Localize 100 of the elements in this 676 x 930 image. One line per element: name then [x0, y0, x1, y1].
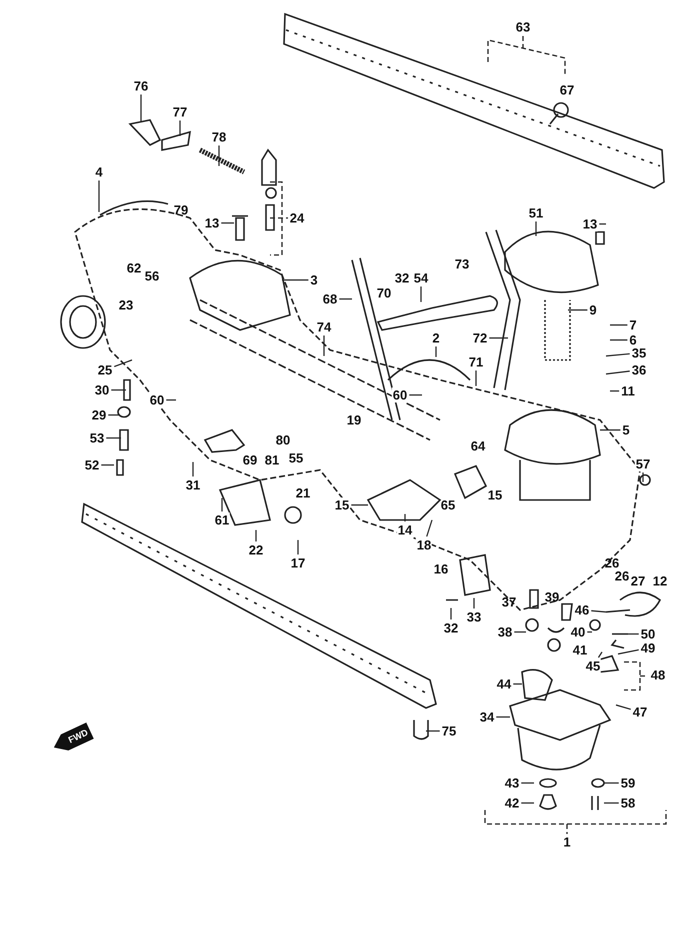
leader-line — [323, 336, 325, 356]
callout-number: 39 — [544, 590, 560, 604]
callout-number: 70 — [376, 286, 392, 300]
callout-number: 3 — [309, 272, 319, 288]
leader-line — [606, 353, 630, 357]
callout-number: 80 — [274, 432, 292, 448]
leader-line — [404, 514, 406, 522]
callout-number: 11 — [620, 384, 636, 398]
callout-number: 58 — [620, 796, 636, 810]
callout-number: 69 — [242, 452, 258, 468]
callout-number: 53 — [88, 430, 106, 446]
callout-number: 47 — [632, 704, 648, 720]
callout-number: 12 — [652, 574, 668, 588]
callout-number: 13 — [204, 216, 220, 230]
leader-line — [513, 683, 522, 685]
leader-line — [435, 346, 437, 357]
leader-line — [591, 610, 606, 613]
callout-number: 7 — [628, 318, 638, 332]
leader-line — [339, 298, 352, 300]
callout-number: 54 — [412, 270, 430, 286]
leader-line — [600, 429, 620, 431]
callout-number: 61 — [214, 512, 230, 528]
callout-number: 18 — [416, 538, 432, 552]
callout-number: 44 — [496, 676, 512, 692]
callout-number: 57 — [634, 456, 652, 472]
callout-number: 74 — [316, 320, 332, 334]
callout-number: 77 — [172, 104, 188, 120]
callout-number: 72 — [472, 330, 488, 346]
callout-number: 13 — [582, 216, 598, 232]
callout-number: 71 — [468, 354, 484, 370]
callout-number: 1 — [562, 834, 572, 850]
callout-number: 32 — [394, 270, 410, 286]
callout-number: 46 — [574, 602, 590, 618]
callout-number: 55 — [288, 450, 304, 466]
leader-line — [426, 730, 440, 732]
callout-number: 65 — [440, 498, 456, 512]
callout-number: 45 — [584, 658, 602, 674]
callout-number: 4 — [94, 164, 104, 180]
leader-line — [351, 504, 368, 506]
callout-number: 50 — [640, 626, 656, 642]
callout-number: 38 — [496, 624, 514, 640]
leader-line — [98, 180, 100, 212]
leader-line — [297, 540, 299, 554]
callout-number: 16 — [432, 562, 450, 576]
callout-number: 34 — [478, 710, 496, 724]
leader-line — [610, 390, 620, 392]
leader-line — [282, 279, 308, 281]
callout-number: 2 — [431, 330, 441, 346]
leader-line — [604, 782, 619, 784]
leader-line — [598, 652, 602, 658]
leader-line — [221, 222, 234, 224]
callout-number: 29 — [90, 408, 108, 422]
callout-number: 22 — [248, 542, 264, 558]
leader-line — [496, 716, 510, 718]
callout-number: 60 — [148, 392, 166, 408]
leader-line — [218, 146, 220, 166]
callout-number: 17 — [290, 556, 306, 570]
callout-number: 68 — [322, 292, 338, 306]
leader-line — [450, 608, 452, 620]
callout-number: 41 — [572, 642, 588, 658]
callout-number: 26 — [604, 556, 620, 570]
leader-line — [475, 370, 477, 386]
callout-number: 81 — [264, 452, 280, 468]
leader-line — [140, 94, 142, 122]
callout-number: 15 — [486, 488, 504, 502]
callout-number: 27 — [630, 574, 646, 588]
leader-line — [166, 399, 176, 401]
callout-number: 67 — [558, 82, 576, 98]
callout-number: 31 — [184, 478, 202, 492]
callout-number: 37 — [500, 594, 518, 610]
callout-number: 42 — [504, 796, 520, 810]
callout-number: 35 — [630, 346, 648, 360]
callout-number: 14 — [396, 522, 414, 538]
callout-number: 21 — [294, 486, 312, 500]
leader-line — [535, 222, 537, 236]
leader-line — [111, 389, 126, 391]
callout-number: 23 — [118, 298, 134, 312]
callout-number: 60 — [392, 388, 408, 402]
leader-line — [521, 802, 534, 804]
leader-line — [514, 631, 526, 633]
callout-number: 30 — [94, 382, 110, 398]
leader-line — [114, 359, 132, 368]
leader-line — [610, 339, 628, 341]
callout-number: 78 — [210, 130, 228, 144]
leader-line — [628, 633, 639, 635]
callout-number: 15 — [334, 498, 350, 512]
leader-line — [587, 631, 592, 633]
callout-number: 49 — [640, 640, 656, 656]
leader-line — [255, 530, 257, 542]
leader-line — [618, 649, 639, 655]
leader-line — [616, 704, 631, 710]
callout-number: 52 — [84, 458, 100, 472]
leader-line — [108, 414, 120, 416]
leader-line — [599, 223, 606, 225]
leader-line — [489, 337, 508, 339]
leader-line — [106, 437, 121, 439]
callout-number: 63 — [514, 20, 532, 34]
callout-number: 40 — [570, 624, 586, 640]
leader-line — [568, 309, 588, 311]
leader-line — [221, 498, 223, 512]
